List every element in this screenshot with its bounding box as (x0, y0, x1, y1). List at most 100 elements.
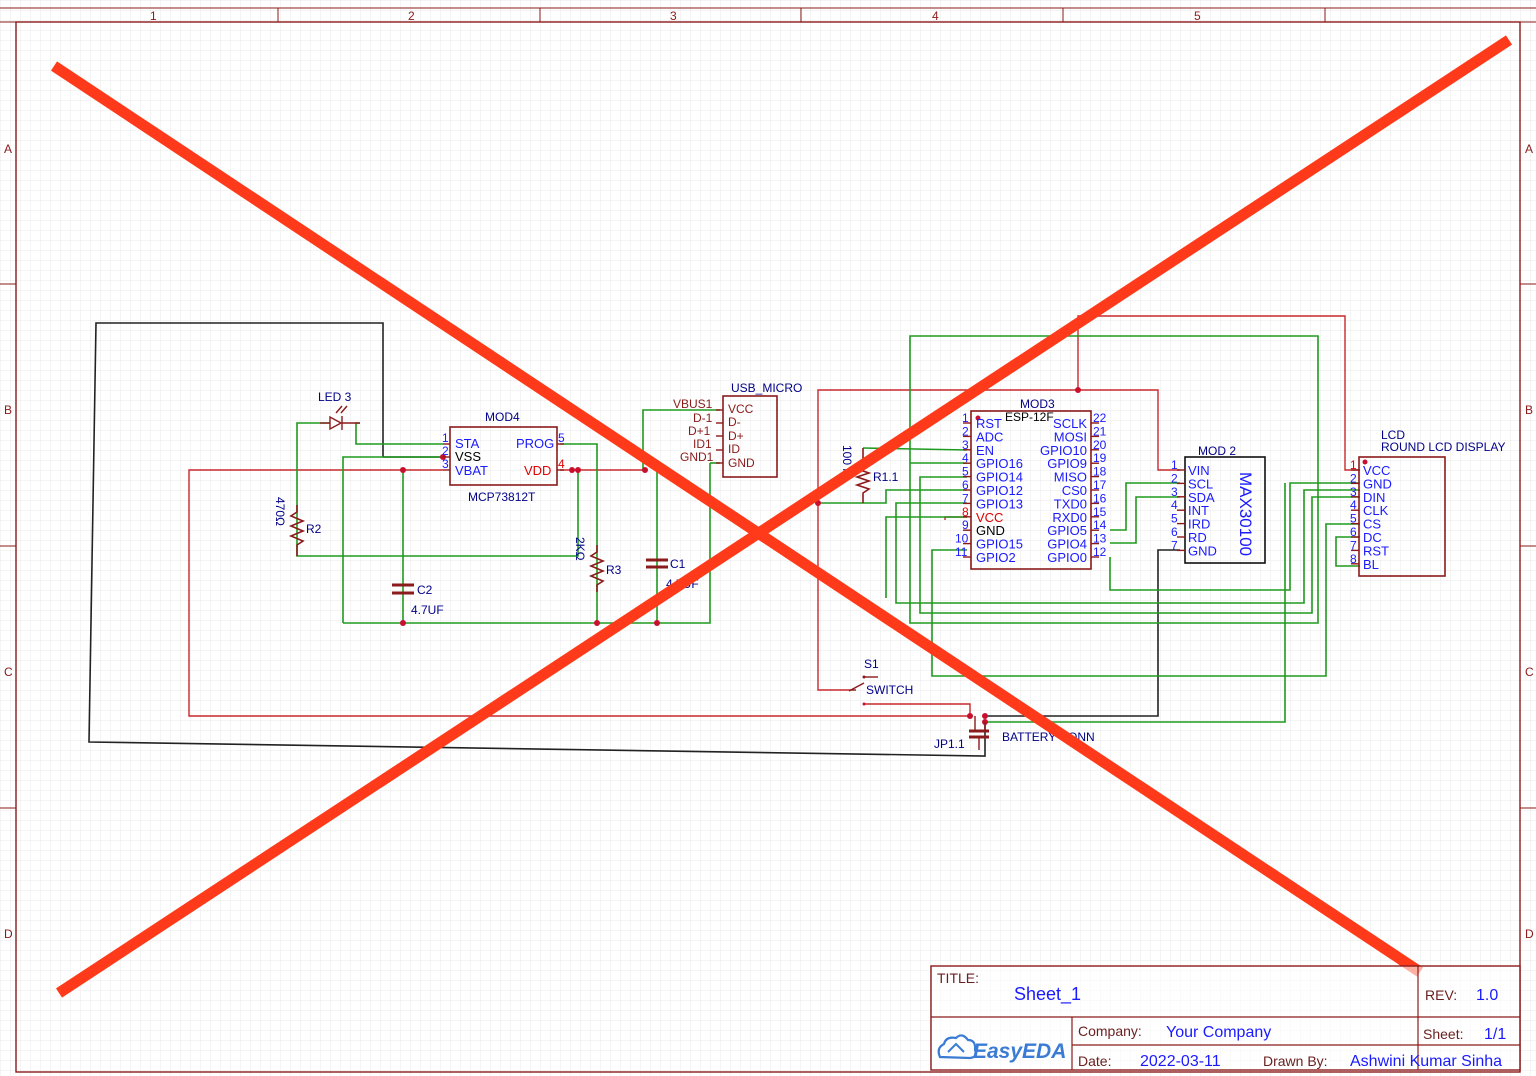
mod4-pin-num-5: 5 (558, 431, 565, 445)
lcd-pin-num: 8 (1350, 552, 1357, 566)
r2-ref: R2 (306, 522, 322, 536)
lcd-pin-num: 7 (1350, 538, 1357, 552)
date-label: Date: (1078, 1053, 1111, 1069)
row-label-a: A (4, 142, 12, 156)
mod4-chip[interactable]: MOD4 MCP73812T 1 2 3 5 4 STA VSS VBAT PR… (442, 410, 565, 504)
mod3-right-pin-label: GPIO10 (1040, 443, 1087, 458)
r2-symbol[interactable]: R2 470Ω (273, 497, 322, 556)
easyeda-logo: EasyEDA (937, 1034, 1066, 1063)
mod2-pin-num: 7 (1171, 538, 1178, 552)
usb-pin-vcc: VCC (728, 402, 754, 416)
usb-left-id1: ID1 (693, 437, 712, 451)
mod2-pin-label: IRD (1188, 517, 1210, 532)
mod3-right-pin-label: MISO (1054, 470, 1087, 485)
r11-ref: R1.1 (873, 470, 899, 484)
easyeda-logo-text: EasyEDA (973, 1040, 1066, 1063)
mod3-part: ESP-12F (1005, 410, 1054, 424)
c1-ref: C1 (670, 557, 686, 571)
mod3-right-pin-num: 19 (1093, 451, 1107, 465)
row-label-d: D (4, 927, 13, 941)
row-label-b: B (4, 403, 12, 417)
mod3-right-pin-num: 18 (1093, 465, 1107, 479)
usb-pin-d-plus: D+ (728, 429, 744, 443)
lcd-pin-num: 1 (1350, 458, 1357, 472)
mod3-right-pin-label: MOSI (1054, 429, 1087, 444)
company-label: Company: (1078, 1023, 1142, 1039)
mod2-pin-num: 2 (1171, 471, 1178, 485)
usb-left-gnd1: GND1 (680, 450, 714, 464)
jp-ref: JP1.1 (934, 737, 965, 751)
wires-green (296, 335, 1360, 723)
mod3-left-pin-num: 4 (962, 451, 969, 465)
mod3-left-pin-num: 2 (962, 424, 969, 438)
mod2-ref: MOD 2 (1198, 444, 1236, 458)
row-label-d-right: D (1525, 927, 1534, 941)
c2-value: 4.7UF (411, 603, 444, 617)
s1-switch[interactable]: S1 SWITCH (848, 657, 913, 706)
mod3-right-pin-label: GPIO5 (1047, 523, 1087, 538)
led3-symbol[interactable]: LED 3 (318, 390, 360, 431)
col-label-5: 5 (1194, 9, 1201, 23)
mod4-pin-vbat: VBAT (455, 463, 488, 478)
mod2-pin-label: VIN (1188, 463, 1210, 478)
mod3-left-pin-label: EN (976, 443, 994, 458)
col-label-2: 2 (408, 9, 415, 23)
drawn-label: Drawn By: (1263, 1053, 1328, 1069)
mod3-left-pin-num: 11 (955, 545, 968, 559)
mod3-left-pin-label: GND (976, 523, 1005, 538)
usb-pin-id: ID (728, 442, 740, 456)
mod4-pin-num-1: 1 (442, 431, 449, 445)
mod3-right-pin-label: CS0 (1062, 483, 1087, 498)
title-label: TITLE: (937, 970, 979, 986)
mod2-pin-label: GND (1188, 543, 1217, 558)
r3-symbol[interactable]: R3 2KΩ (573, 537, 622, 592)
mod3-left-pin-label: GPIO13 (976, 496, 1023, 511)
usb-ref: USB_MICRO (731, 381, 802, 395)
r3-ref: R3 (606, 563, 622, 577)
lcd-pin-label: RST (1363, 543, 1389, 558)
r3-value: 2KΩ (573, 537, 587, 561)
mod4-pin-vdd: VDD (524, 463, 551, 478)
drawn-value: Ashwini Kumar Sinha (1350, 1053, 1502, 1070)
led3-ref: LED 3 (318, 390, 352, 404)
sheet-frame: 1 2 3 4 5 A B C D A B C D (0, 7, 1536, 1073)
mod2-pin-num: 4 (1171, 498, 1178, 512)
lcd-pin-num: 5 (1350, 512, 1357, 526)
mod2-pin-num: 5 (1171, 512, 1178, 526)
usb-left-d-plus: D+1 (688, 424, 711, 438)
usb-left-d-minus: D-1 (693, 411, 713, 425)
mod3-right-pin-num: 22 (1093, 411, 1107, 425)
mod4-part: MCP73812T (468, 490, 536, 504)
usb-left-vbus1: VBUS1 (673, 397, 713, 411)
mod3-left-pin-num: 10 (955, 532, 969, 546)
mod3-right-pin-num: 14 (1093, 518, 1107, 532)
lcd-ref: LCD (1381, 428, 1405, 442)
mod3-ref: MOD3 (1020, 397, 1055, 411)
mod2-pin-label: SCL (1188, 476, 1213, 491)
mod3-right-pin-num: 12 (1093, 545, 1107, 559)
mod3-left-pin-label: GPIO15 (976, 537, 1023, 552)
mod3-left-pin-label: GPIO16 (976, 456, 1023, 471)
mod3-left-pin-label: RST (976, 416, 1002, 431)
mod3-left-pin-num: 8 (962, 505, 969, 519)
mod2-pin-label: SDA (1188, 490, 1215, 505)
mod3-right-pin-num: 15 (1093, 505, 1107, 519)
mod3-left-pin-num: 9 (962, 518, 969, 532)
cloud-icon (937, 1034, 977, 1060)
mod4-pin-sta: STA (455, 436, 480, 451)
col-label-3: 3 (670, 9, 677, 23)
lcd-pin-num: 6 (1350, 525, 1357, 539)
lcd-pin-label: DC (1363, 530, 1382, 545)
lcd-part: ROUND LCD DISPLAY (1381, 440, 1505, 454)
mod2-pin-label: RD (1188, 530, 1207, 545)
lcd-pin-label: CS (1363, 517, 1381, 532)
junction-dots (400, 387, 1368, 725)
usb-micro-connector[interactable]: USB_MICRO VBUS1 D-1 D+1 ID1 GND1 VCC D- … (673, 381, 802, 478)
mod2-pin-label: INT (1188, 503, 1209, 518)
c2-symbol[interactable]: C2 4.7UF (392, 583, 444, 617)
mod3-right-pin-num: 20 (1093, 438, 1107, 452)
